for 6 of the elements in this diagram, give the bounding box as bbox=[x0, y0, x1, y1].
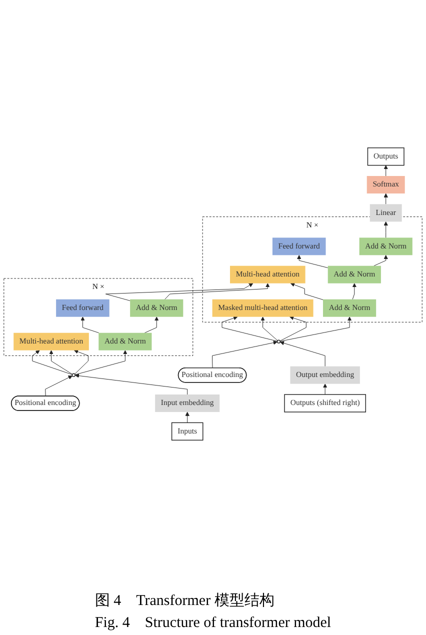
figure-caption: Fig. 4 Structure of transformer model bbox=[94, 614, 332, 632]
node-circle bbox=[276, 340, 281, 344]
figure-caption: 图 4 Transformer 模型结构 bbox=[94, 592, 276, 610]
cluster bbox=[4, 278, 194, 356]
node-circle bbox=[72, 373, 76, 377]
cluster bbox=[202, 216, 422, 322]
